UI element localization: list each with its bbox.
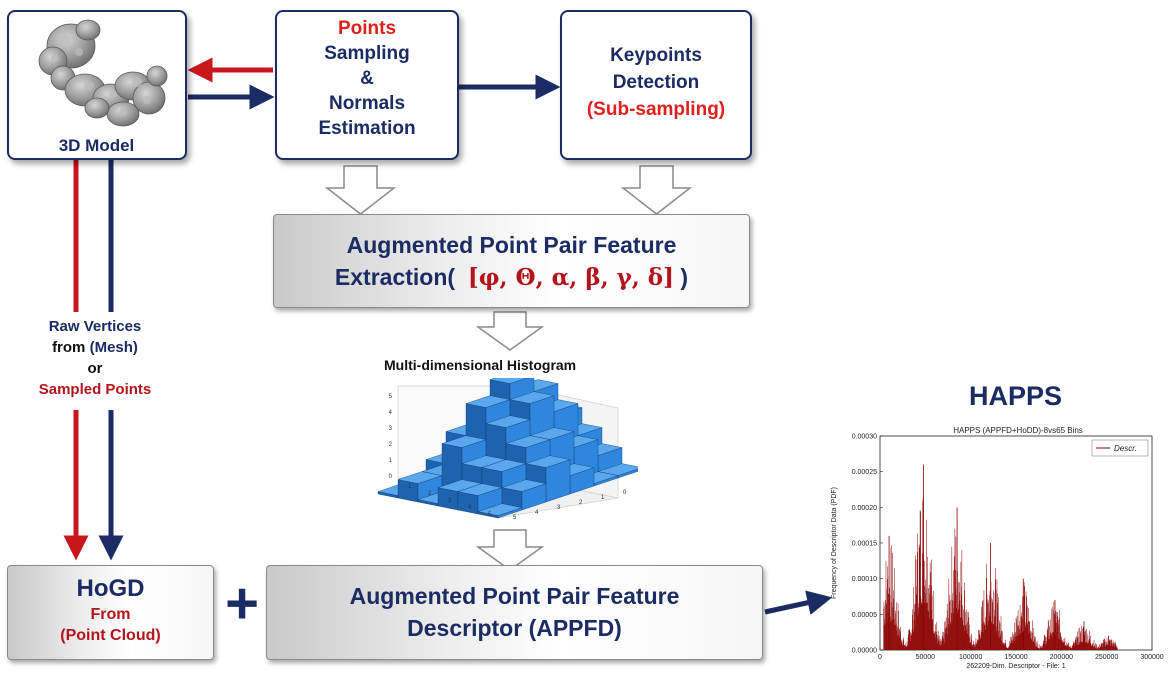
histogram-bars: [377, 378, 638, 519]
histogram-bar-top: [481, 459, 527, 472]
x-tick-label: 250000: [1095, 654, 1118, 661]
histogram-bar-top: [457, 483, 503, 496]
histogram-y-tick: 4: [535, 510, 539, 516]
extraction-line-2: Extraction( [φ, Θ, α, β, γ, δ] ): [274, 261, 749, 294]
y-tick-label: 0.00020: [852, 505, 877, 512]
histogram-y-tick: 0: [623, 490, 627, 496]
histogram-x-tick: 4: [468, 505, 472, 511]
block-arrow-sampling-to-extraction: [324, 165, 397, 215]
side-line-raw-vertices: Raw Vertices: [48, 318, 142, 335]
histogram-z-tick: 5: [389, 394, 393, 400]
x-tick-label: 50000: [916, 654, 936, 661]
extraction-box: Augmented Point Pair Feature Extraction(…: [273, 214, 750, 308]
histogram-y-tick: 2: [579, 500, 583, 506]
histogram-ticks: 0 1 2 3 4 5 1 2 3 4 5 0 1 2 3 4 5: [389, 394, 627, 521]
legend-label: Descr.: [1114, 444, 1137, 453]
histogram-bar-top: [477, 503, 523, 516]
descriptor-line-2: Descriptor (APPFD): [407, 615, 622, 641]
histogram-y-tick: 1: [601, 495, 605, 501]
happs-chart: HAPPS (APPFD+HoDD)-8vs65 Bins 0.000000.0…: [831, 426, 1164, 670]
hogd-line-from: From: [90, 606, 131, 623]
histogram-z-tick: 4: [389, 410, 393, 416]
descriptor-line-1: Augmented Point Pair Feature: [349, 583, 680, 609]
x-ticks: 0 50000 100000 150000 200000 250000 300000: [878, 647, 1164, 661]
histogram-bar-top: [489, 378, 528, 384]
sampling-line-points: Points: [337, 18, 397, 39]
side-line-sampled-points: Sampled Points: [38, 381, 152, 398]
model-label: 3D Model: [58, 136, 135, 155]
histogram-y-tick: 3: [557, 505, 561, 511]
x-tick-label: 200000: [1050, 654, 1073, 661]
chart-legend: Descr.: [1091, 439, 1149, 457]
keypoints-line-2: Detection: [612, 72, 700, 93]
histogram-z-tick: 3: [389, 426, 393, 432]
histogram-x-tick: 3: [448, 498, 452, 504]
histogram-x-tick: 2: [428, 491, 432, 497]
block-arrow-histogram-to-descriptor: [475, 529, 545, 571]
chart-bars: [883, 464, 1118, 650]
y-tick-label: 0.00030: [852, 434, 877, 441]
histogram-bar-top: [397, 471, 443, 484]
y-tick-label: 0.00010: [852, 576, 877, 583]
histogram-bar-top: [525, 455, 571, 468]
extraction-feature-list: [φ, Θ, α, β, γ, δ]: [467, 264, 675, 291]
histogram-bar-top: [485, 415, 531, 428]
y-axis-label: Frequency of Descriptor Data (PDF): [831, 487, 838, 599]
histogram-z-tick: 2: [389, 442, 393, 448]
y-tick-label: 0.00015: [852, 541, 877, 548]
descriptor-box: Augmented Point Pair Feature Descriptor …: [266, 565, 763, 660]
model-box: 3D Model: [7, 10, 187, 160]
happs-heading: HAPPS: [969, 381, 1063, 411]
hogd-box: HoGD From (Point Cloud): [7, 565, 214, 660]
input-choice-label: Raw Vertices from (Mesh) or Sampled Poin…: [10, 314, 180, 402]
histogram-x-tick: 5: [488, 512, 492, 518]
extraction-open-paren: (: [447, 264, 456, 290]
hogd-title: HoGD: [76, 575, 145, 602]
keypoints-line-1: Keypoints: [610, 45, 702, 66]
histogram-bar-top: [509, 391, 555, 404]
keypoints-line-3: (Sub-sampling): [586, 99, 726, 120]
extraction-close-paren: ): [680, 264, 689, 290]
arrow-descriptor-to-chart: [764, 590, 833, 615]
x-tick-label: 100000: [959, 654, 982, 661]
chart-title: HAPPS (APPFD+HoDD)-8vs65 Bins: [953, 426, 1083, 435]
y-tick-label: 0.00025: [852, 469, 877, 476]
block-arrow-extraction-to-histogram: [475, 311, 545, 351]
histogram-z-tick: 1: [389, 458, 393, 464]
histogram-bar-top: [465, 395, 511, 408]
histogram-bar-top: [441, 435, 487, 448]
sampling-line-estimation: Estimation: [318, 118, 416, 139]
sampling-line-sampling: Sampling: [324, 43, 410, 64]
y-tick-label: 0.00005: [852, 612, 877, 619]
x-axis-label: 262209-Dim. Descriptor - File: 1: [966, 663, 1065, 670]
block-arrow-keypoints-to-extraction: [620, 165, 693, 215]
descriptor-series: [883, 498, 1118, 650]
histogram-bar-top: [505, 435, 551, 448]
histogram-y-tick: 5: [513, 515, 517, 521]
sampling-box: Points Sampling & Normals Estimation: [275, 10, 459, 160]
histogram-bar-top: [501, 479, 547, 492]
x-tick-label: 300000: [1140, 654, 1163, 661]
multi-dimensional-histogram: 0 1 2 3 4 5 1 2 3 4 5 0 1 2 3 4 5: [377, 378, 638, 521]
extraction-line-1: Augmented Point Pair Feature: [346, 232, 677, 258]
side-line-or: or: [87, 360, 103, 377]
histogram-z-tick: 0: [389, 474, 393, 480]
hogd-line-point-cloud: (Point Cloud): [60, 627, 161, 644]
legend-box: [1091, 439, 1149, 457]
histogram-x-tick: 1: [408, 484, 412, 490]
histogram-title: Multi-dimensional Histogram: [384, 357, 577, 373]
x-tick-label: 150000: [1004, 654, 1027, 661]
protein-model-image: [38, 19, 168, 127]
sampling-line-amp: &: [360, 68, 374, 89]
plus-sign: +: [225, 571, 259, 636]
x-tick-label: 0: [878, 654, 882, 661]
extraction-prefix: Extraction: [334, 264, 448, 290]
y-ticks: 0.00000 0.00005 0.00010 0.00015 0.00020 0.000…: [852, 434, 883, 655]
sampling-line-normals: Normals: [328, 93, 406, 114]
side-line-from-mesh: from (Mesh): [52, 339, 138, 356]
y-tick-label: 0.00000: [852, 648, 877, 655]
keypoints-box: Keypoints Detection (Sub-sampling): [560, 10, 752, 160]
